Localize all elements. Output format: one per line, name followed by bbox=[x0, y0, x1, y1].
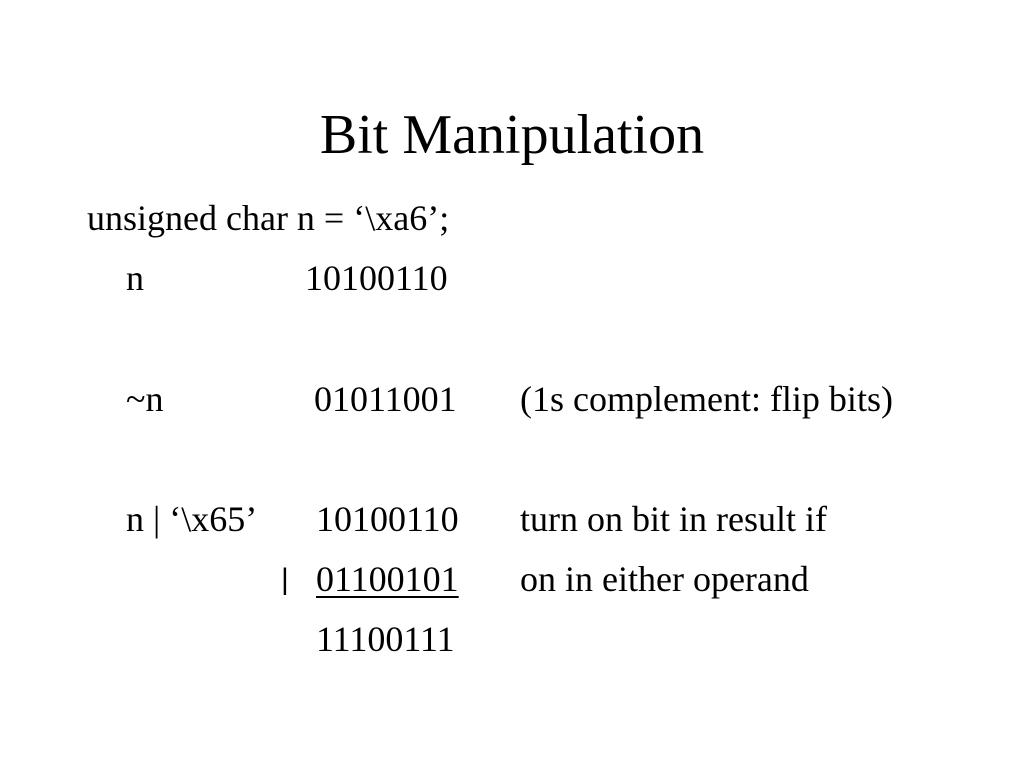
slide-title: Bit Manipulation bbox=[319, 104, 705, 166]
or-result-bits: 11100111 bbox=[316, 619, 455, 659]
or-note-line1: turn on bit in result if bbox=[520, 499, 827, 539]
or-label: n | ‘\x65’ bbox=[126, 499, 258, 539]
or-operand2-bits: 01100101 bbox=[316, 559, 459, 599]
or-note-line2: on in either operand bbox=[520, 559, 809, 599]
not-n-note: (1s complement: flip bits) bbox=[520, 379, 893, 419]
declaration-line: unsigned char n = ‘\xa6’; bbox=[87, 198, 450, 238]
or-operator: | bbox=[281, 563, 289, 596]
or-operand1-bits: 10100110 bbox=[316, 499, 459, 539]
not-n-label: ~n bbox=[126, 379, 164, 419]
n-label: n bbox=[126, 258, 144, 298]
n-bits: 10100110 bbox=[305, 258, 448, 298]
not-n-bits: 01011001 bbox=[314, 379, 457, 419]
